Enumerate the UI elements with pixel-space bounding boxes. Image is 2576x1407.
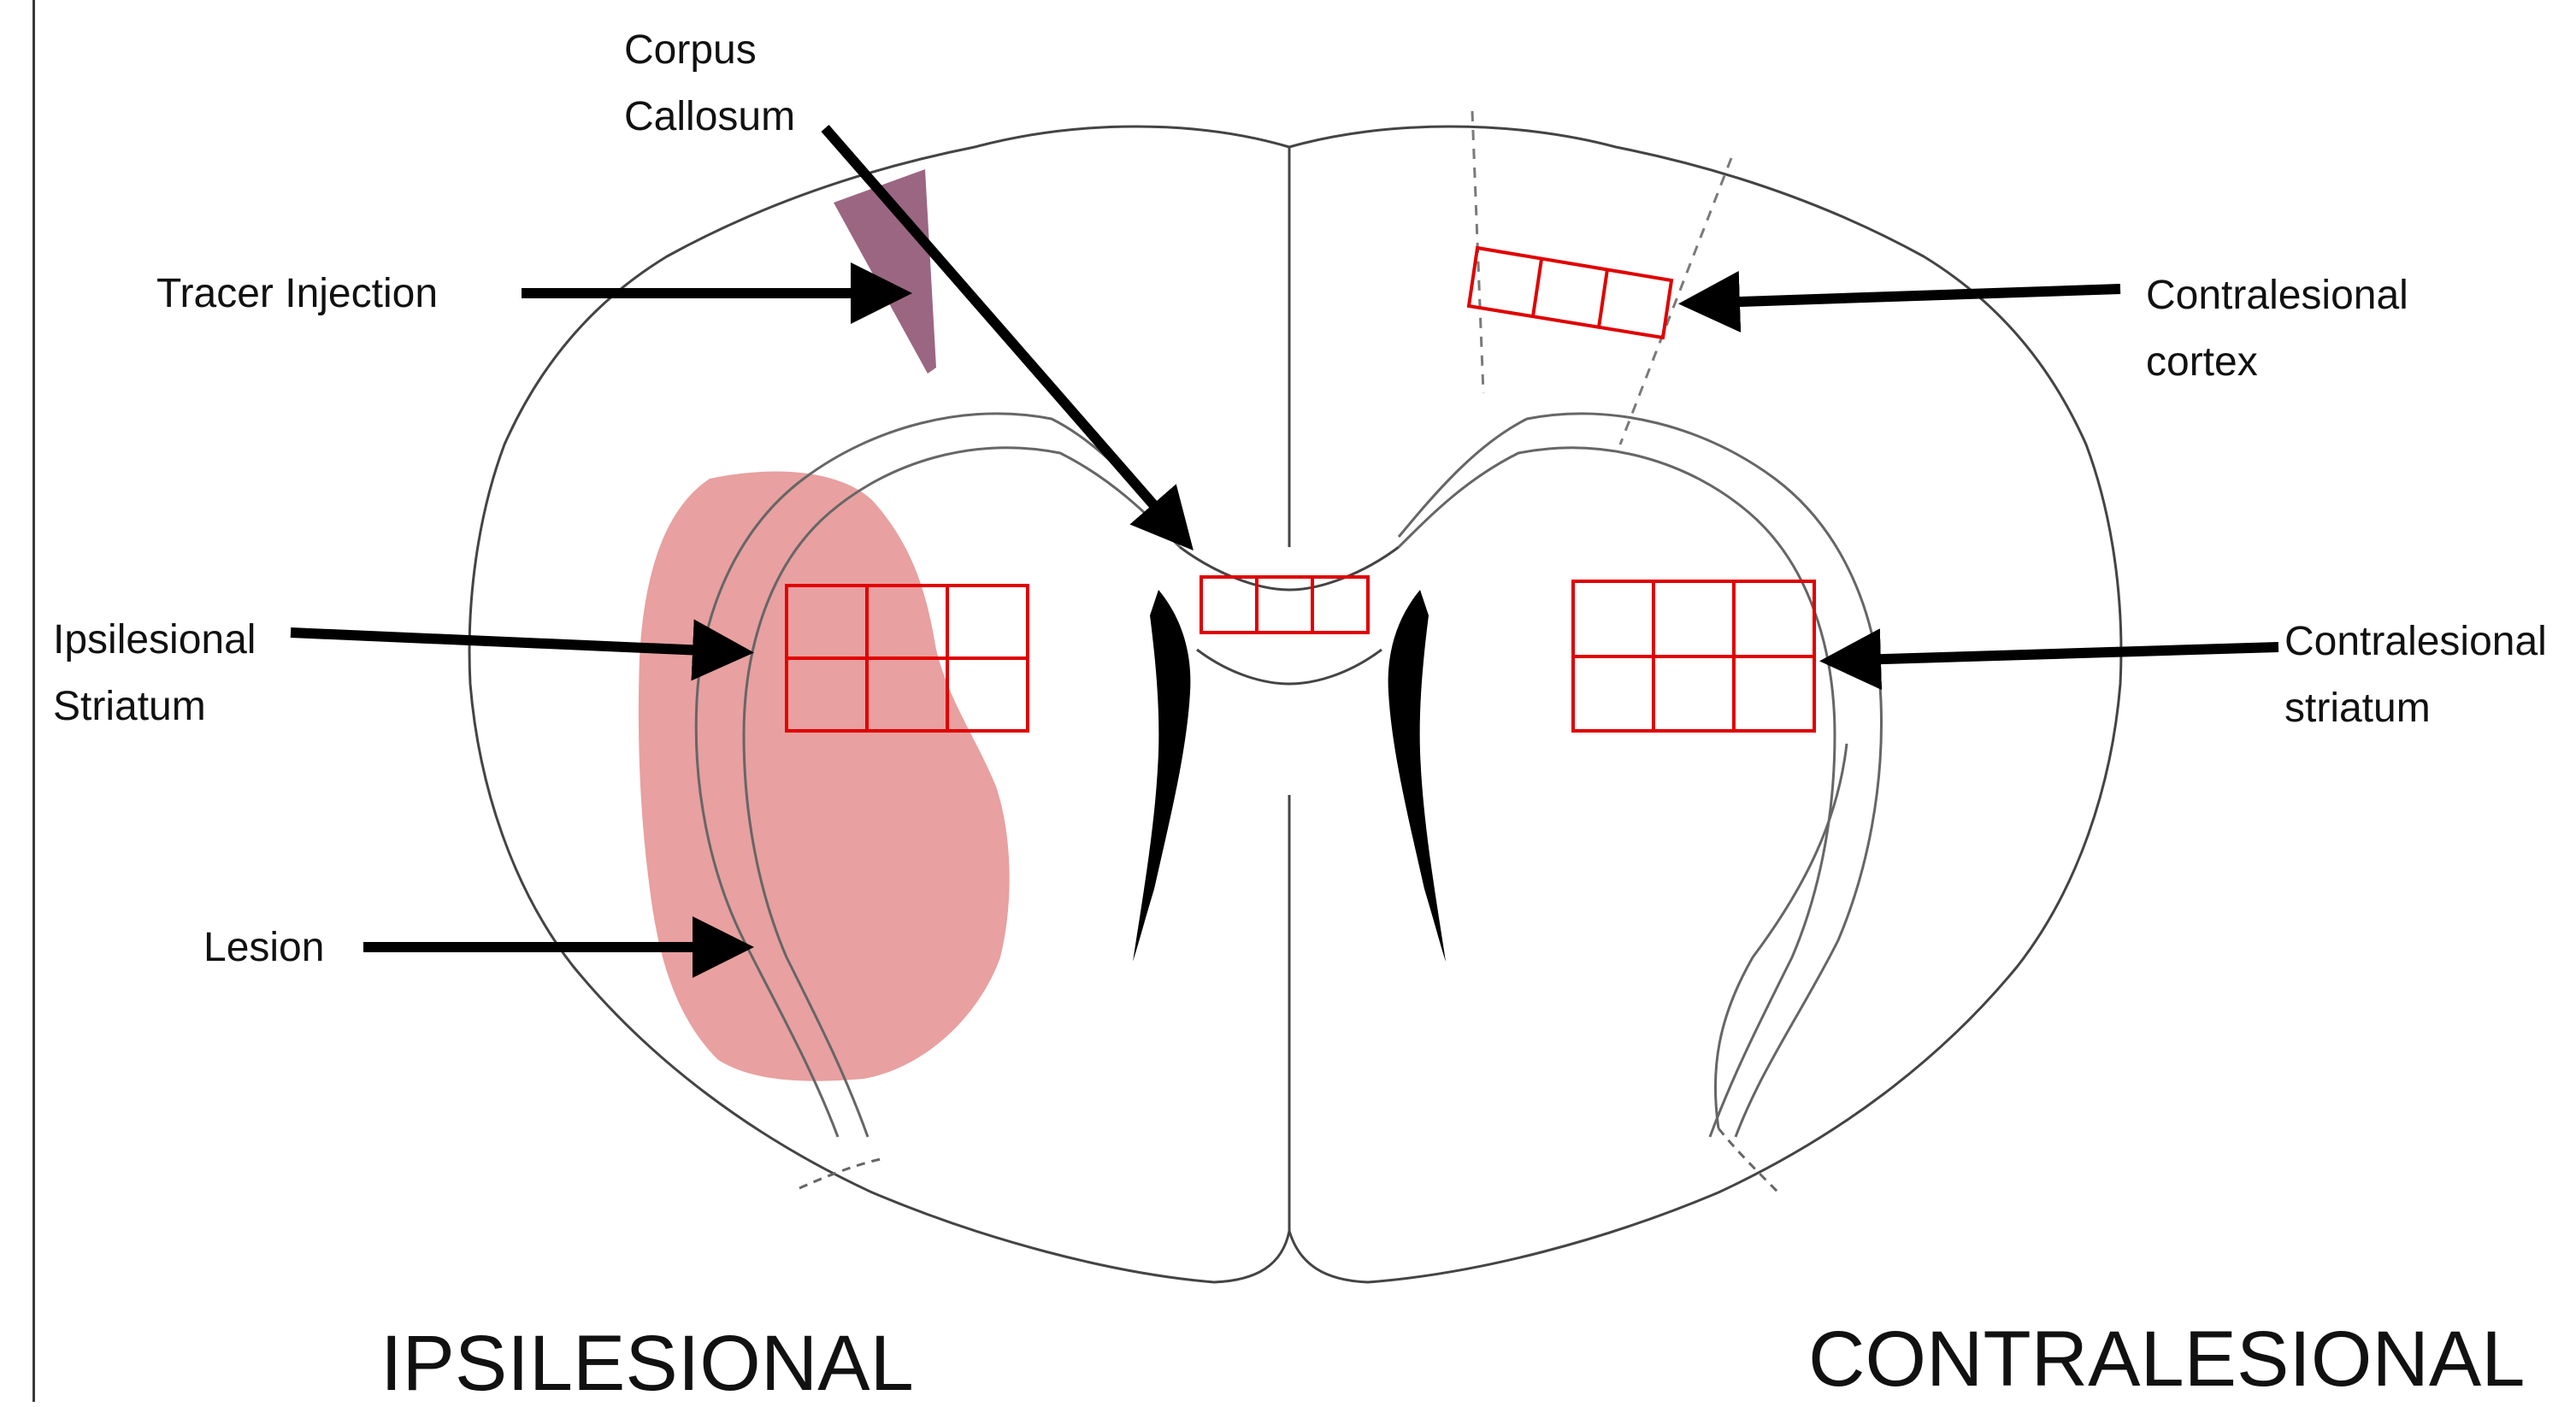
label-contralesional-cortex: Contralesional cortex <box>2146 262 2408 396</box>
contralesional-cortex-arrow <box>1689 289 2120 303</box>
label-contralesional-cortex-line1: Contralesional <box>2146 262 2408 329</box>
contralesional-cortex-grid <box>1469 248 1671 338</box>
label-contralesional-cortex-line2: cortex <box>2146 329 2408 396</box>
contralesional-striatum-grid <box>1573 581 1814 731</box>
left-ventricle <box>1133 590 1190 962</box>
corpus-callosum-bridge <box>1180 547 1399 590</box>
label-contralesional-striatum-line2: striatum <box>2284 675 2547 742</box>
contralesional-striatum-arrow <box>1830 647 2278 661</box>
right-lower-lobe-curve <box>1715 744 1847 1128</box>
label-ipsilesional-striatum: Ipsilesional Striatum <box>53 607 256 740</box>
right-white-matter-inner <box>1399 448 1835 1137</box>
lesion-region <box>639 472 1010 1081</box>
label-tracer-injection: Tracer Injection <box>156 261 438 327</box>
corpus-callosum-lower <box>1197 650 1382 684</box>
side-label-contralesional: CONTRALESIONAL <box>1808 1316 2525 1402</box>
right-white-matter-outer <box>1399 414 1882 1137</box>
label-ipsilesional-striatum-line1: Ipsilesional <box>53 607 256 674</box>
corpus-callosum-grid <box>1201 577 1368 633</box>
corpus-callosum-arrow <box>825 128 1187 543</box>
side-label-ipsilesional: IPSILESIONAL <box>380 1321 914 1406</box>
label-contralesional-striatum: Contralesional striatum <box>2284 609 2547 742</box>
right-ventricle <box>1388 590 1446 962</box>
right-lower-contour <box>1718 1128 1778 1192</box>
label-lesion: Lesion <box>203 915 324 981</box>
label-corpus-callosum: Corpus Callosum <box>624 17 795 150</box>
label-corpus-callosum-line2: Callosum <box>624 84 795 150</box>
label-ipsilesional-striatum-line2: Striatum <box>53 674 256 740</box>
arrows <box>291 128 2278 947</box>
label-contralesional-striatum-line1: Contralesional <box>2284 609 2547 675</box>
label-corpus-callosum-line1: Corpus <box>624 17 795 84</box>
